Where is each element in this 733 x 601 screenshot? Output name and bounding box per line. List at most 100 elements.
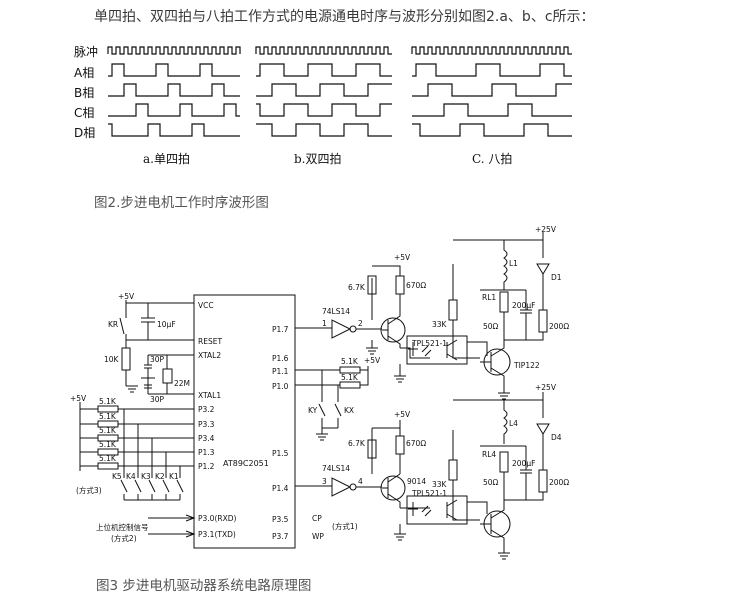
key-k1: K1 xyxy=(169,472,179,481)
pin-p12: P1.2 xyxy=(198,462,215,471)
vcc-25v-1: +25V xyxy=(535,225,557,234)
mode2-label: (方式2) xyxy=(111,533,137,543)
wave-a-phase-d xyxy=(108,123,240,137)
r-base-2-label: 6.7K xyxy=(348,439,366,448)
figure2-caption: 图2.步进电机工作时序波形图 xyxy=(94,195,269,211)
vcc-label-3: +5V xyxy=(364,356,381,365)
wave-b-pulse xyxy=(255,46,392,55)
key-k4: K4 xyxy=(126,472,136,481)
inverter-2-pin-out: 4 xyxy=(358,477,363,486)
key-k5: K5 xyxy=(112,472,122,481)
vcc-label-1: +5V xyxy=(118,292,135,301)
r-pullup-1: 5.1K xyxy=(99,397,117,406)
mode1-label: (方式1) xyxy=(332,521,358,531)
cap-200-2-label: 200μF xyxy=(512,459,535,468)
pin-p37: P3.7 xyxy=(272,532,289,541)
pin-xtal2: XTAL2 xyxy=(198,351,221,360)
key-kx: KX xyxy=(344,406,354,415)
optocoupler-1-label: TPL521-1 xyxy=(411,339,447,348)
c-xtal-2-label: 30P xyxy=(150,395,165,404)
r-base-1-label: 6.7K xyxy=(348,283,366,292)
pin-xtal1: XTAL1 xyxy=(198,391,221,400)
wave-c-phase-a xyxy=(412,63,572,77)
pin-p32: P3.2 xyxy=(198,405,215,414)
inverter-1-pin-out: 2 xyxy=(358,319,363,328)
row-label-c: C相 xyxy=(74,106,94,120)
relay-1-label: RL1 xyxy=(482,293,496,302)
r-reset-label: 10K xyxy=(104,355,120,364)
c-reset-label: 10μF xyxy=(157,320,176,329)
inverter-1-label: 74LS14 xyxy=(322,307,350,316)
r-coll-1-label: 670Ω xyxy=(406,281,426,290)
r-50-1-label: 50Ω xyxy=(483,322,499,331)
r-33k-2-label: 33K xyxy=(432,480,448,489)
diode-2-label: D4 xyxy=(551,433,562,442)
r-p10-label: 5.1K xyxy=(341,373,359,382)
r-p11-label: 5.1K xyxy=(341,357,359,366)
reset-crystal-section: +5V KR 10μF 10K 30P 30P 22M xyxy=(104,292,194,404)
r-pullup-4: 5.1K xyxy=(99,440,117,449)
pin-p15: P1.5 xyxy=(272,449,289,458)
pin-p35: P3.5 xyxy=(272,515,289,524)
key-k2: K2 xyxy=(155,472,165,481)
pin-p30: P3.0(RXD) xyxy=(198,514,237,523)
cap-200-1-label: 200μF xyxy=(512,301,535,310)
r-coll-2-label: 670Ω xyxy=(406,439,426,448)
figure3-caption: 图3 步进电机驱动器系统电路原理图 xyxy=(96,578,312,594)
wave-c-pulse xyxy=(411,46,572,55)
wave-b-phase-c xyxy=(256,103,392,117)
c-xtal-1-label: 30P xyxy=(150,355,165,364)
wave-c-phase-c xyxy=(412,103,572,117)
signal-wp: WP xyxy=(312,532,324,541)
keypad-section: +5V 5.1K 5.1K 5.1K 5.1K 5.1K K5 K4 K3 K2… xyxy=(70,394,196,543)
r-200-1-label: 200Ω xyxy=(549,322,569,331)
pin-p13: P1.3 xyxy=(198,448,215,457)
r-pullup-2: 5.1K xyxy=(99,412,117,421)
host-signal-label: 上位机控制信号 xyxy=(96,522,149,532)
inductor-2-label: L4 xyxy=(509,419,518,428)
circuit-schematic: VCC RESET XTAL2 XTAL1 P3.2 P3.3 P3.4 P1.… xyxy=(70,225,569,560)
inverter-2-pin-in: 3 xyxy=(322,477,327,486)
r-50-2-label: 50Ω xyxy=(483,478,499,487)
wave-b-phase-b xyxy=(256,83,392,97)
subtitle-a: a.单四拍 xyxy=(143,151,190,166)
subtitle-b: b.双四拍 xyxy=(294,151,342,166)
inverter-1-pin-in: 1 xyxy=(322,319,327,328)
subtitle-c: C. 八拍 xyxy=(472,151,512,166)
inverter-2-label: 74LS14 xyxy=(322,464,350,473)
pin-vcc: VCC xyxy=(198,301,214,310)
driver-channel-2: 74LS14 3 4 6.7K +5V 670Ω 9014 TPL521-1 3… xyxy=(295,383,569,560)
pin-p14: P1.4 xyxy=(272,484,289,493)
r-200-2-label: 200Ω xyxy=(549,478,569,487)
wave-c-phase-b xyxy=(412,83,572,97)
transistor-9014-label: 9014 xyxy=(407,477,426,486)
wave-a-phase-b xyxy=(108,83,240,97)
inductor-1-label: L1 xyxy=(509,259,518,268)
wave-a-pulse xyxy=(107,46,241,55)
vcc-label-5: +5V xyxy=(394,410,411,419)
xy-keys-section: 5.1K 5.1K +5V KY KX xyxy=(295,356,381,441)
key-k3: K3 xyxy=(141,472,151,481)
row-label-b: B相 xyxy=(74,86,94,100)
row-label-a: A相 xyxy=(74,66,94,80)
optocoupler-2-label: TPL521-1 xyxy=(411,489,447,498)
wave-a-phase-a xyxy=(108,63,240,77)
pin-p16: P1.6 xyxy=(272,354,289,363)
pin-reset: RESET xyxy=(198,337,222,346)
r-33k-1-label: 33K xyxy=(432,320,448,329)
signal-cp: CP xyxy=(312,514,322,523)
wave-a-phase-c xyxy=(108,103,240,117)
vcc-label-4: +5V xyxy=(394,253,411,262)
pin-p11: P1.1 xyxy=(272,367,289,376)
key-reset: KR xyxy=(108,320,118,329)
mode3-label: (方式3) xyxy=(76,485,102,495)
wave-b-phase-d xyxy=(256,123,392,137)
key-ky: KY xyxy=(308,406,318,415)
mcu-name: AT89C2051 xyxy=(223,459,269,468)
vcc-label-2: +5V xyxy=(70,394,87,403)
driver-channel-1: 74LS14 1 2 6.7K +5V 670Ω TPL521-1 33K +2… xyxy=(295,225,569,400)
power-transistor-label: TIP122 xyxy=(513,361,540,370)
timing-diagram: 脉冲 A相 B相 C相 D相 a.单四拍 b.双四拍 C. 八拍 xyxy=(74,44,572,166)
